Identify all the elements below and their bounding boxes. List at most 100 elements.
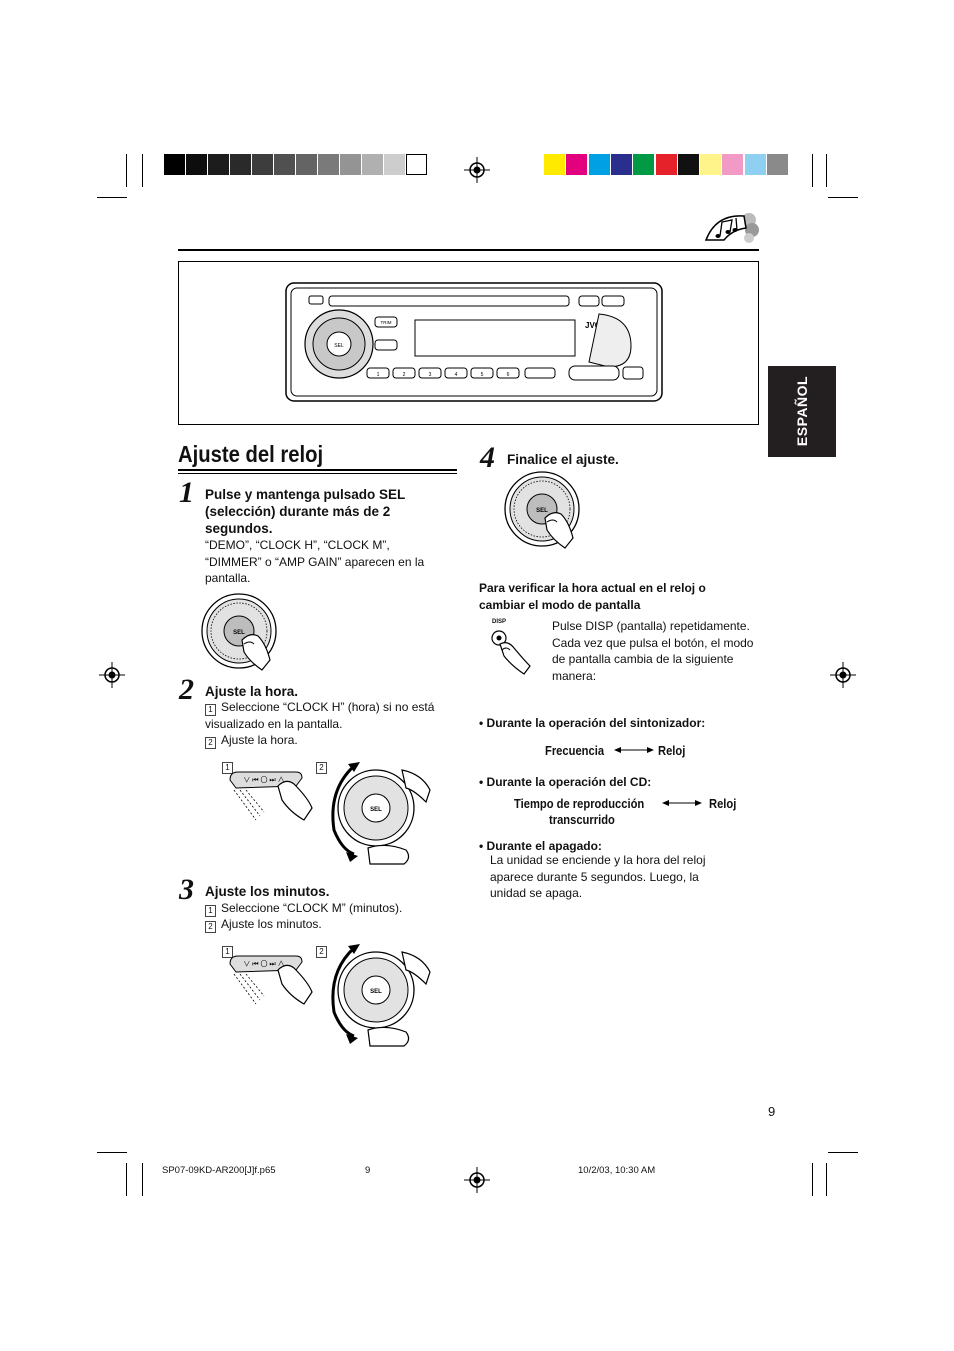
off-label: Durante el apagado: (486, 839, 602, 853)
tuner-label: Durante la operación del sintonizador: (486, 716, 706, 730)
color-swatch (544, 154, 565, 175)
language-tab: ESPAÑOL (768, 366, 836, 457)
svg-text:JVC: JVC (585, 321, 601, 330)
registration-mark-icon (830, 662, 856, 688)
cd-right: Reloj (709, 796, 737, 811)
registration-mark-icon (99, 662, 125, 688)
header-rule (178, 249, 759, 251)
step-4-heading: Finalice el ajuste. (507, 452, 619, 467)
svg-text:5: 5 (481, 372, 484, 378)
color-swatch (655, 154, 677, 175)
svg-text:SEL: SEL (370, 807, 382, 813)
step-4-number: 4 (480, 441, 495, 474)
registration-mark-icon (464, 157, 490, 183)
svg-text:SEL: SEL (334, 343, 344, 349)
grayscale-swatch (340, 154, 361, 175)
grayscale-swatch (406, 154, 427, 175)
title-rule-thin (178, 473, 457, 474)
color-swatch (610, 154, 632, 175)
step-3-figure-label-1: 1 (222, 940, 238, 958)
sel-knob-rotate-illustration: SEL (331, 762, 431, 865)
grayscale-swatch (384, 154, 405, 175)
step-3-substep-2: 2 Ajuste los minutos. (205, 916, 322, 933)
off-text: La unidad se enciende y la hora del relo… (490, 853, 706, 900)
sel-knob-press-illustration: SEL (504, 471, 580, 549)
color-swatch (588, 154, 610, 175)
color-swatch (566, 154, 588, 175)
grayscale-swatch (186, 154, 207, 175)
svg-text:6: 6 (507, 372, 510, 378)
cd-label: Durante la operación del CD: (486, 775, 652, 789)
control-button-press-illustration: ∨ ⏮ 〇 ⏭ ∧ (229, 955, 313, 1005)
step-2-number: 2 (179, 673, 194, 706)
grayscale-swatch (362, 154, 383, 175)
substep-number-box: 2 (205, 921, 216, 933)
color-swatch (767, 154, 788, 175)
grayscale-swatch (318, 154, 339, 175)
verify-heading: Para verificar la hora actual en el relo… (479, 581, 706, 612)
step-2-substep-2-text: Ajuste la hora. (221, 733, 298, 747)
step-2-figure-label-1: 1 (222, 756, 238, 774)
color-swatch (677, 154, 699, 175)
grayscale-swatch (208, 154, 229, 175)
step-3-substep-2-text: Ajuste los minutos. (221, 917, 322, 931)
step-3-substep-1-text: Seleccione “CLOCK M” (minutos). (221, 901, 403, 915)
svg-text:∨ ⏮ 〇 ⏭ ∧: ∨ ⏮ 〇 ⏭ ∧ (243, 960, 284, 968)
grayscale-swatch (230, 154, 251, 175)
grayscale-swatch (164, 154, 185, 175)
substep-number-box: 1 (205, 905, 216, 917)
off-bullet: • Durante el apagado: (479, 839, 602, 853)
svg-text:2: 2 (403, 372, 406, 378)
disp-button-press-illustration (491, 630, 531, 675)
svg-text:TRIM: TRIM (381, 320, 392, 325)
color-swatch (744, 154, 766, 175)
step-2-figure-label-2: 2 (316, 756, 332, 774)
music-note-icon (704, 213, 759, 243)
step-1-heading: Pulse y mantenga pulsado SEL (selección)… (205, 487, 406, 536)
substep-number-box: 2 (205, 737, 216, 749)
step-3-number: 3 (179, 873, 194, 906)
registration-mark-icon (464, 1167, 490, 1193)
color-swatch (700, 154, 722, 175)
cd-bullet: • Durante la operación del CD: (479, 775, 652, 789)
disp-button-label: DISP (492, 619, 507, 625)
title-rule (178, 469, 457, 471)
verify-text: Pulse DISP (pantalla) repetidamente. Cad… (552, 619, 754, 683)
step-3-figure-label-2: 2 (316, 940, 332, 958)
footer-page: 9 (365, 1165, 371, 1176)
double-arrow-icon (662, 800, 702, 806)
step-3-substep-1: 1 Seleccione “CLOCK M” (minutos). (205, 900, 402, 917)
footer-file: SP07-09KD-AR200[J]f.p65 (162, 1165, 276, 1176)
step-3-heading: Ajuste los minutos. (205, 884, 330, 899)
svg-text:SEL: SEL (536, 508, 548, 514)
svg-text:1: 1 (377, 372, 380, 378)
tuner-bullet: • Durante la operación del sintonizador: (479, 716, 706, 730)
tuner-left: Frecuencia (545, 743, 605, 758)
sel-knob-rotate-illustration: SEL (331, 944, 431, 1047)
cd-left-line2: transcurrido (549, 812, 615, 827)
control-button-press-illustration: ∨ ⏮ 〇 ⏭ ∧ (229, 771, 313, 821)
tuner-right: Reloj (658, 743, 686, 758)
step-1-body: “DEMO”, “CLOCK H”, “CLOCK M”, “DIMMER” o… (205, 538, 425, 585)
page-number: 9 (768, 1104, 776, 1119)
svg-text:SEL: SEL (370, 989, 382, 995)
svg-text:SEL: SEL (233, 630, 245, 636)
double-arrow-icon (614, 747, 654, 753)
color-swatch (633, 154, 655, 175)
cd-left-line1: Tiempo de reproducción (514, 796, 645, 811)
grayscale-swatch (252, 154, 273, 175)
step-1-number: 1 (179, 476, 194, 509)
step-2-substep-2: 2 Ajuste la hora. (205, 732, 298, 749)
color-swatch (722, 154, 744, 175)
grayscale-swatch (296, 154, 317, 175)
sel-knob-press-illustration: SEL (201, 593, 277, 671)
section-title: Ajuste del reloj (178, 441, 324, 467)
svg-text:∨ ⏮ 〇 ⏭ ∧: ∨ ⏮ 〇 ⏭ ∧ (243, 776, 284, 784)
svg-text:3: 3 (429, 372, 432, 378)
step-2-heading: Ajuste la hora. (205, 684, 299, 699)
step-2-substep-1-text: Seleccione “CLOCK H” (hora) si no está v… (205, 700, 435, 731)
grayscale-swatch (274, 154, 295, 175)
footer-timestamp: 10/2/03, 10:30 AM (578, 1165, 656, 1176)
